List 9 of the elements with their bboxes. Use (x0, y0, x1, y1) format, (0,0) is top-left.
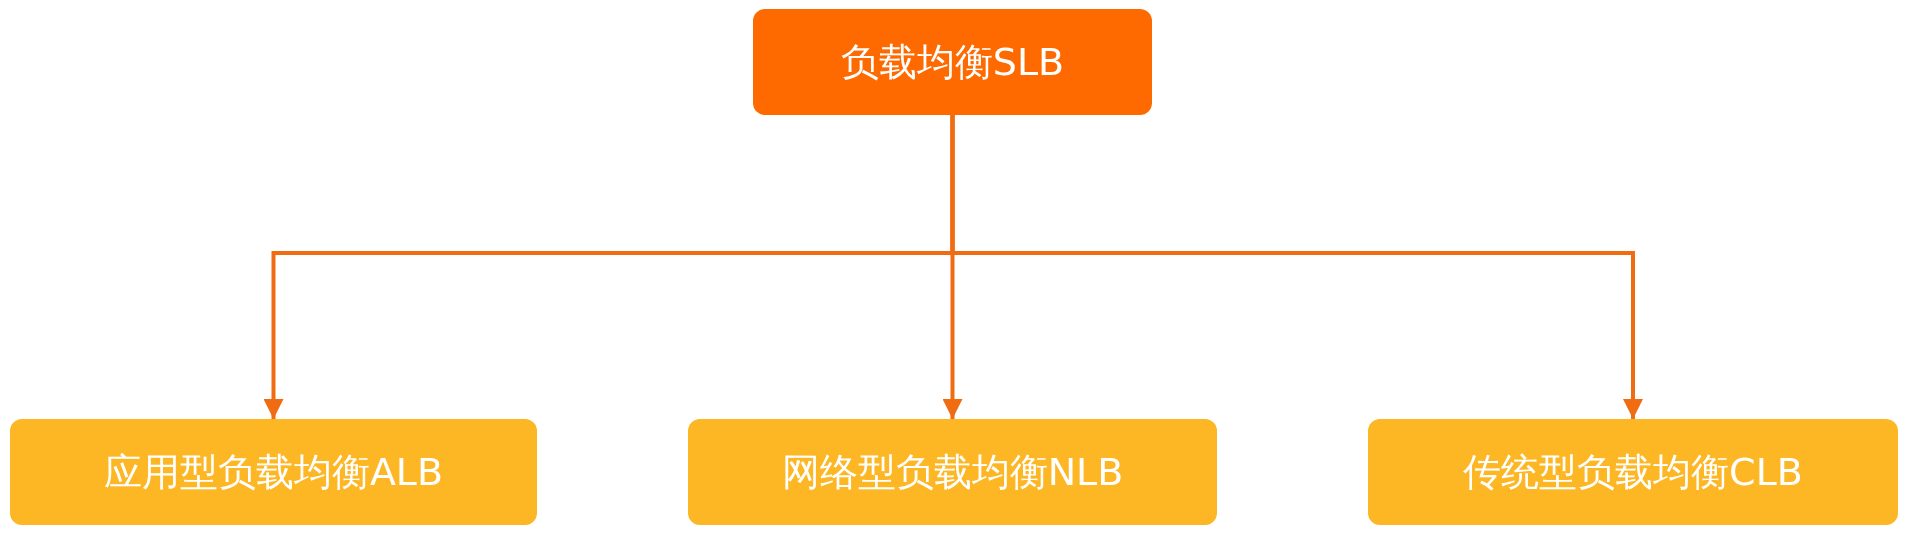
node-label: 负载均衡SLB (840, 38, 1065, 86)
node-label: 应用型负载均衡ALB (103, 448, 444, 496)
category-box (10, 419, 537, 525)
node-label: 传统型负载均衡CLB (1463, 448, 1803, 496)
connector-arrow (950, 115, 1643, 419)
category-box (688, 419, 1217, 525)
root-box (753, 9, 1152, 115)
node-label: 网络型负载均衡NLB (781, 448, 1124, 496)
category-box (1368, 419, 1898, 525)
